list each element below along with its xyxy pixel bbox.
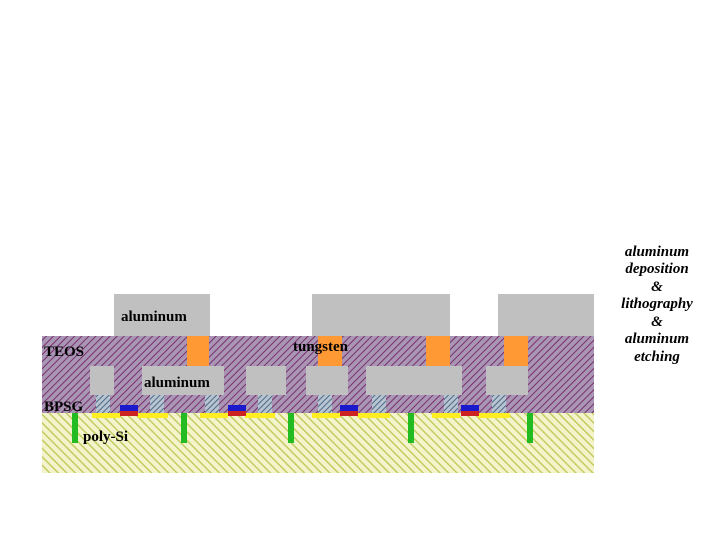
step-caption: aluminum deposition & lithography & alum… xyxy=(621,244,693,365)
tungsten-plugs xyxy=(187,336,528,366)
poly-finger xyxy=(181,413,187,443)
contact xyxy=(205,395,219,413)
lower-aluminum-line xyxy=(246,366,286,395)
contact xyxy=(258,395,272,413)
upper-aluminum-line xyxy=(312,294,450,336)
label-lower-aluminum: aluminum xyxy=(144,375,210,391)
lower-aluminum-line xyxy=(486,366,528,395)
step-line: etching xyxy=(634,349,680,365)
poly-finger xyxy=(408,413,414,443)
poly-si-substrate xyxy=(42,413,594,473)
lower-aluminum-line xyxy=(90,366,114,395)
silicide-strip xyxy=(432,413,460,418)
lower-aluminum-line xyxy=(142,366,224,395)
contact xyxy=(318,395,332,413)
tungsten-plug xyxy=(504,336,528,366)
silicide-strip xyxy=(358,413,390,418)
contact xyxy=(96,395,110,413)
upper-aluminum-line xyxy=(498,294,594,336)
upper-aluminum-lines xyxy=(114,294,594,336)
label-poly-si: poly-Si xyxy=(83,429,128,445)
contact xyxy=(492,395,506,413)
silicide-strip xyxy=(200,413,228,418)
gate-blue xyxy=(461,405,479,411)
step-line: & xyxy=(651,314,663,330)
gate-red xyxy=(461,411,479,416)
silicide-strip xyxy=(245,413,275,418)
silicide-strip xyxy=(312,413,340,418)
poly-finger xyxy=(72,413,78,443)
silicide-strip xyxy=(138,413,168,418)
poly-finger xyxy=(288,413,294,443)
label-teos: TEOS xyxy=(44,344,84,360)
lower-aluminum-line xyxy=(366,366,462,395)
tungsten-plug xyxy=(187,336,209,366)
gate-red xyxy=(228,411,246,416)
gate-blue xyxy=(120,405,138,411)
silicide-strip xyxy=(92,413,120,418)
silicide-strip xyxy=(478,413,510,418)
poly-finger xyxy=(527,413,533,443)
step-line: lithography xyxy=(621,296,693,312)
label-top-aluminum: aluminum xyxy=(121,309,187,325)
step-line: & xyxy=(651,279,663,295)
contacts xyxy=(96,395,506,413)
gate-red xyxy=(340,411,358,416)
poly-si-fingers xyxy=(72,413,533,443)
gate-red xyxy=(120,411,138,416)
gate-stacks xyxy=(120,405,479,416)
contact xyxy=(150,395,164,413)
step-line: aluminum xyxy=(625,331,689,347)
upper-aluminum-line xyxy=(114,294,210,336)
lower-aluminum-lines xyxy=(90,366,528,395)
lower-aluminum-line xyxy=(306,366,348,395)
gate-blue xyxy=(340,405,358,411)
tungsten-plug xyxy=(426,336,450,366)
label-tungsten: tungsten xyxy=(293,339,349,355)
step-line: deposition xyxy=(625,261,688,277)
gate-blue xyxy=(228,405,246,411)
contact xyxy=(372,395,386,413)
tungsten-plug xyxy=(318,336,342,366)
label-bpsg: BPSG xyxy=(44,399,84,415)
step-line: aluminum xyxy=(625,244,689,260)
contact xyxy=(444,395,458,413)
silicide-strips xyxy=(92,413,510,418)
